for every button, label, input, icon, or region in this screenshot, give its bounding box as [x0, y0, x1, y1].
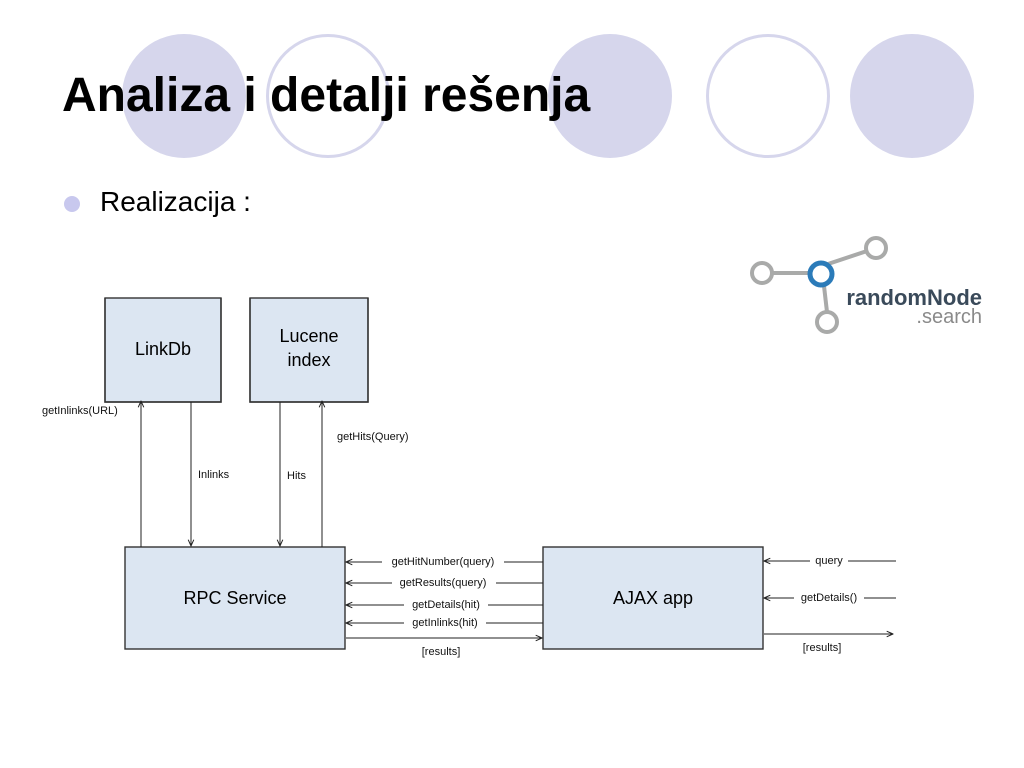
- edge-label-query-in: query: [815, 555, 843, 567]
- bullet-text: Realizacija :: [100, 186, 251, 217]
- rpc-service-box: RPC Service: [124, 546, 346, 650]
- rpc-service-label: RPC Service: [183, 588, 286, 608]
- logo-name-sub: .search: [916, 306, 982, 328]
- logo-name-main: randomNode: [846, 285, 982, 310]
- edge-label-get-inlinks-hit: getInlinks(hit): [412, 617, 477, 629]
- decor-circle-3: [548, 34, 672, 158]
- edge-label-get-details-hit: getDetails(hit): [412, 599, 480, 611]
- decor-circle-5: [850, 34, 974, 158]
- lucene-index-box: Lucene index: [249, 297, 369, 403]
- edge-label-results-out: [results]: [803, 642, 842, 654]
- slide-title: Analiza i detalji rešenja: [62, 69, 591, 122]
- linkdb-label: LinkDb: [135, 339, 191, 359]
- edge-label-get-results: getResults(query): [400, 577, 487, 589]
- edge-label-inlinks: Inlinks: [198, 469, 230, 481]
- decor-circle-1: [122, 34, 246, 158]
- decor-circle-2: [266, 34, 390, 158]
- lucene-label-line1: Lucene: [279, 326, 338, 346]
- bullet-icon: [64, 196, 80, 212]
- edge-label-get-details-in: getDetails(): [801, 592, 857, 604]
- ajax-app-label: AJAX app: [613, 588, 693, 608]
- edge-label-get-inlinks-url: getInlinks(URL): [42, 405, 118, 417]
- linkdb-box: LinkDb: [104, 297, 222, 403]
- edge-label-get-hits-query: getHits(Query): [337, 431, 409, 443]
- ajax-app-box: AJAX app: [542, 546, 764, 650]
- edge-label-hits: Hits: [287, 470, 306, 482]
- randomnode-logo: randomNode .search: [750, 236, 982, 334]
- edge-label-get-hit-number: getHitNumber(query): [392, 556, 495, 568]
- decor-circle-4: [706, 34, 830, 158]
- edge-label-results-left: [results]: [422, 646, 461, 658]
- lucene-label-line2: index: [287, 350, 330, 370]
- logo-graph-icon: [750, 236, 888, 334]
